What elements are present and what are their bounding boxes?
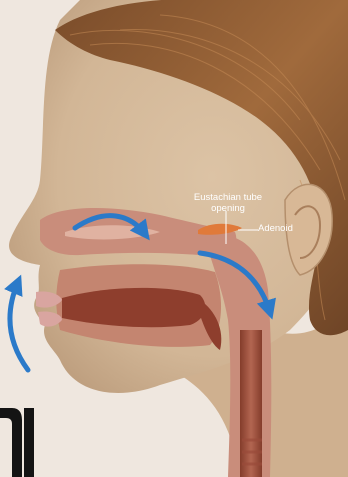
eustachian-tube-text: Eustachian tube opening	[194, 192, 262, 214]
airflow-arrow-icon	[10, 282, 28, 370]
adenoid-label: Adenoid	[258, 223, 293, 234]
adenoid-text: Adenoid	[258, 223, 293, 234]
cropped-glyph	[0, 408, 34, 477]
tongue	[62, 288, 205, 327]
eustachian-tube-label: Eustachian tube opening	[188, 192, 268, 214]
trachea	[240, 330, 262, 477]
